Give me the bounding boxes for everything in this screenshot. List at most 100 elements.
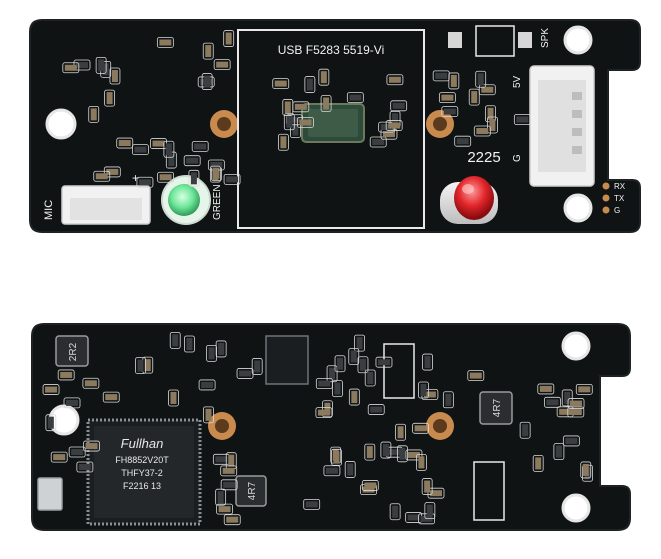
smd-silkscreen: [216, 503, 233, 515]
smd-silkscreen: [532, 455, 544, 472]
smd-silkscreen: [203, 406, 214, 424]
smd-component: [347, 463, 354, 476]
copper-mount-hole: [217, 117, 231, 131]
smd-silkscreen: [454, 135, 472, 147]
smd-silkscreen: [369, 136, 387, 148]
smd-silkscreen: [448, 72, 460, 90]
spk-pad: [448, 32, 462, 48]
smd-silkscreen: [223, 30, 235, 47]
smd-silkscreen: [473, 125, 491, 137]
smd-silkscreen: [68, 446, 86, 458]
smd-component: [165, 143, 172, 156]
smd-silkscreen: [315, 407, 333, 419]
smd-silkscreen: [303, 498, 321, 510]
smd-component: [325, 467, 338, 474]
smd-silkscreen: [135, 357, 146, 375]
label-mic: MIC: [43, 200, 55, 220]
smd-silkscreen: [427, 487, 445, 499]
smd-component: [366, 446, 373, 459]
smd-component: [218, 506, 231, 513]
smd-component: [105, 394, 118, 401]
smd-component: [481, 86, 494, 93]
smd-component: [477, 73, 484, 86]
smd-silkscreen: [395, 423, 406, 441]
label-spk: SPK: [540, 28, 551, 48]
smd-silkscreen: [202, 42, 214, 60]
smd-component: [239, 370, 252, 377]
crystal: [37, 477, 63, 511]
smd-component: [388, 449, 401, 456]
red-led-glint: [462, 184, 474, 194]
copper-mount-hole: [215, 419, 229, 433]
soc-chip-body: [94, 426, 194, 518]
smd-component: [47, 416, 54, 429]
camera-module-outline: [237, 29, 425, 229]
copper-mount-hole: [433, 117, 447, 131]
smd-component: [317, 409, 330, 416]
smd-component: [399, 447, 406, 460]
inductor: [479, 391, 513, 425]
smd-component: [216, 61, 229, 68]
smd-component: [469, 372, 482, 379]
smd-silkscreen: [156, 37, 174, 48]
smd-silkscreen: [183, 155, 201, 167]
smd-component: [190, 172, 197, 185]
smd-component: [134, 146, 147, 153]
smd-silkscreen: [364, 369, 376, 387]
smd-silkscreen: [93, 170, 111, 182]
smd-silkscreen: [251, 358, 263, 375]
smd-silkscreen: [580, 461, 592, 479]
smd-component: [382, 444, 389, 457]
smd-silkscreen: [83, 440, 100, 452]
smd-silkscreen: [206, 344, 217, 362]
smd-silkscreen: [88, 105, 100, 123]
smd-component: [78, 463, 91, 470]
smd-component: [370, 406, 383, 413]
inductor-marking: 4R7: [492, 398, 503, 417]
smd-component: [85, 443, 98, 450]
smd-silkscreen: [57, 369, 75, 381]
smd-component: [323, 97, 330, 110]
smd-component: [555, 445, 562, 458]
smd-component: [388, 122, 401, 129]
smd-silkscreen: [278, 133, 289, 151]
smd-silkscreen: [468, 88, 480, 106]
smd-component: [407, 451, 420, 458]
smd-component: [111, 70, 118, 83]
smd-component: [186, 337, 193, 350]
red-led: [454, 176, 494, 220]
smd-component: [226, 176, 239, 183]
smd-component: [53, 454, 66, 461]
smd-component: [204, 75, 211, 88]
smd-silkscreen: [42, 384, 60, 395]
label-5v: 5V: [512, 75, 523, 88]
smd-silkscreen: [418, 381, 429, 399]
smd-silkscreen: [424, 502, 436, 520]
smd-silkscreen: [389, 503, 401, 521]
smd-silkscreen: [561, 389, 573, 407]
smd-silkscreen: [157, 171, 175, 183]
smd-component: [144, 359, 151, 372]
smd-silkscreen: [109, 67, 121, 85]
smd-silkscreen: [405, 449, 423, 461]
smd-component: [426, 504, 433, 517]
smd-silkscreen: [50, 451, 68, 463]
smd-silkscreen: [95, 56, 107, 74]
smd-silkscreen: [421, 478, 433, 495]
smd-silkscreen: [116, 137, 134, 149]
smd-silkscreen: [544, 396, 561, 408]
smd-component: [254, 360, 261, 373]
smd-component: [489, 118, 496, 131]
smd-component: [418, 456, 425, 469]
smd-component: [450, 74, 457, 87]
bottom-smd-components: [42, 331, 593, 526]
smd-silkscreen: [357, 356, 369, 374]
mount-hole: [561, 331, 591, 361]
smd-component: [205, 408, 212, 421]
smd-silkscreen: [220, 465, 238, 477]
smd-component: [337, 357, 344, 370]
spk-box: [475, 25, 515, 57]
smd-silkscreen: [209, 165, 221, 183]
